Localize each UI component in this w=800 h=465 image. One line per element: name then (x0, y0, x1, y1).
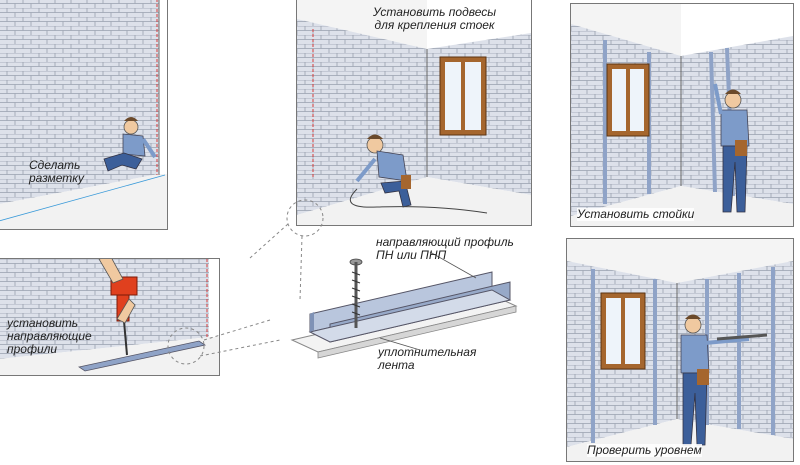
window (600, 292, 646, 370)
label-sealing-tape: уплотнительная лента (378, 345, 477, 372)
level-check-scene (567, 239, 793, 461)
window (439, 56, 487, 136)
guide-profile-detail: направляющий профиль ПН или ПНП уплотнит… (280, 232, 540, 382)
level-tool (716, 333, 768, 341)
profile-detail-drawing (290, 251, 518, 359)
marking-scene (0, 0, 167, 229)
label-guide-profile: направляющий профиль ПН или ПНП (376, 235, 514, 262)
studs (591, 267, 775, 443)
panel-level-check: Проверить уровнем (566, 238, 794, 462)
panel-guide-profiles: установить направляющие профили (0, 258, 220, 376)
screw-icon (349, 258, 363, 328)
hangers-scene (297, 0, 531, 225)
studs-scene (571, 4, 793, 226)
worker-figure (103, 117, 157, 172)
worker-figure (713, 83, 750, 213)
caption-install-hangers: Установить подвесы для крепления стоек (373, 5, 497, 32)
caption-install-guide-profiles: установить направляющие профили (7, 316, 92, 356)
guide-profiles-scene (0, 259, 219, 375)
caption-install-studs: Установить стойки (577, 207, 695, 221)
panel-hangers: Установить подвесы для крепления стоек (296, 0, 532, 226)
panel-marking: Сделать разметку (0, 0, 168, 230)
caption-check-level: Проверить уровнем (587, 443, 702, 457)
panel-studs: Установить стойки (570, 3, 794, 227)
window (606, 63, 650, 137)
caption-make-marking: Сделать разметку (29, 158, 84, 185)
